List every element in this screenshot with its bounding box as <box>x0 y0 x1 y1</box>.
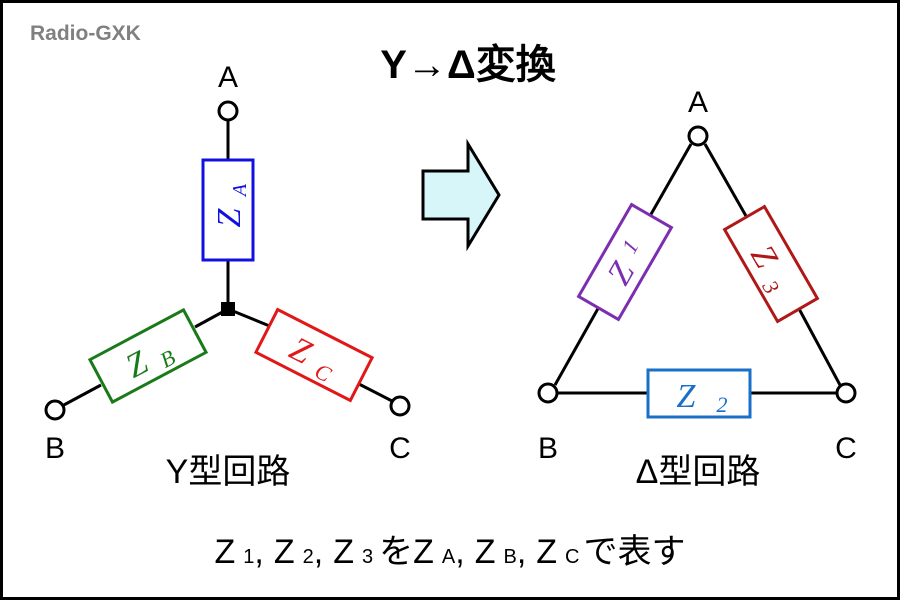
z2-sub-label: 2 <box>717 392 728 417</box>
wire-left-upper <box>648 143 693 217</box>
junction-node <box>221 302 235 316</box>
footer-comma-3: , <box>455 533 464 571</box>
delta-circuit: Z 1 Z 3 Z 2 A B C Δ型回路 <box>537 86 857 491</box>
wire-c-inner <box>227 307 273 329</box>
wire-c-outer <box>356 381 393 403</box>
wire-left-lower <box>553 304 602 386</box>
footer-comma-2: , <box>314 533 323 571</box>
footer-za: Z <box>413 533 434 571</box>
resistor-z3: Z 3 <box>722 204 820 324</box>
wire-right-upper <box>703 143 748 217</box>
resistor-z1-body <box>576 202 674 322</box>
delta-node-b-label: B <box>538 432 558 465</box>
terminal-b <box>44 399 66 421</box>
resistor-zb: Z B <box>87 307 209 405</box>
footer-comma-4: , <box>517 533 526 571</box>
za-main-label: Z <box>211 207 248 227</box>
resistor-z2-body <box>646 368 752 419</box>
resistor-zb-body <box>87 307 209 405</box>
delta-terminal-a <box>687 125 709 147</box>
page-title: Y→Δ変換 <box>380 42 556 87</box>
y-circuit: Z A Z B Z C A B C Y型回路 <box>44 61 411 491</box>
arrow-shape <box>421 138 501 252</box>
resistor-z2: Z 2 <box>646 368 752 419</box>
za-sub-label: A <box>229 183 251 198</box>
footer-sub-2: 2 <box>303 546 314 568</box>
delta-terminal-c <box>835 382 857 404</box>
footer-sub-a: A <box>442 546 456 568</box>
footer-tail: で表す <box>584 533 686 571</box>
delta-terminal-b <box>537 382 559 404</box>
footer-comma-1: , <box>254 533 263 571</box>
terminal-c <box>389 395 411 417</box>
footer-zc: Z <box>536 533 557 571</box>
resistor-za-body <box>201 158 255 262</box>
footer-sub-c: C <box>565 546 579 568</box>
terminal-a <box>217 100 239 122</box>
footer-zb: Z <box>475 533 496 571</box>
delta-node-a-label: A <box>688 86 708 119</box>
transform-arrow <box>421 138 501 252</box>
y-node-b-label: B <box>45 432 65 465</box>
delta-circuit-caption: Δ型回路 <box>636 453 761 491</box>
footer-sub-b: B <box>503 546 516 568</box>
resistor-za: Z A <box>201 158 255 262</box>
z2-main-label: Z <box>677 378 697 415</box>
wire-b-outer <box>61 383 102 408</box>
resistor-zc: Z C <box>253 307 375 403</box>
y-circuit-caption: Y型回路 <box>166 453 291 491</box>
footer-z1: Z <box>214 533 235 571</box>
footer-sub-3: 3 <box>362 546 373 568</box>
footer-wo: を <box>379 533 413 571</box>
footer-z3: Z <box>333 533 354 571</box>
watermark: Radio-GXK <box>30 22 141 45</box>
resistor-z3-body <box>722 204 820 324</box>
wire-right-lower <box>795 304 842 386</box>
delta-node-c-label: C <box>835 432 857 465</box>
footer-sub-1: 1 <box>243 546 254 568</box>
resistor-zc-body <box>253 307 375 403</box>
footer-z2: Z <box>274 533 295 571</box>
y-node-c-label: C <box>389 432 411 465</box>
resistor-z1: Z 1 <box>576 202 674 322</box>
y-node-a-label: A <box>218 61 238 94</box>
